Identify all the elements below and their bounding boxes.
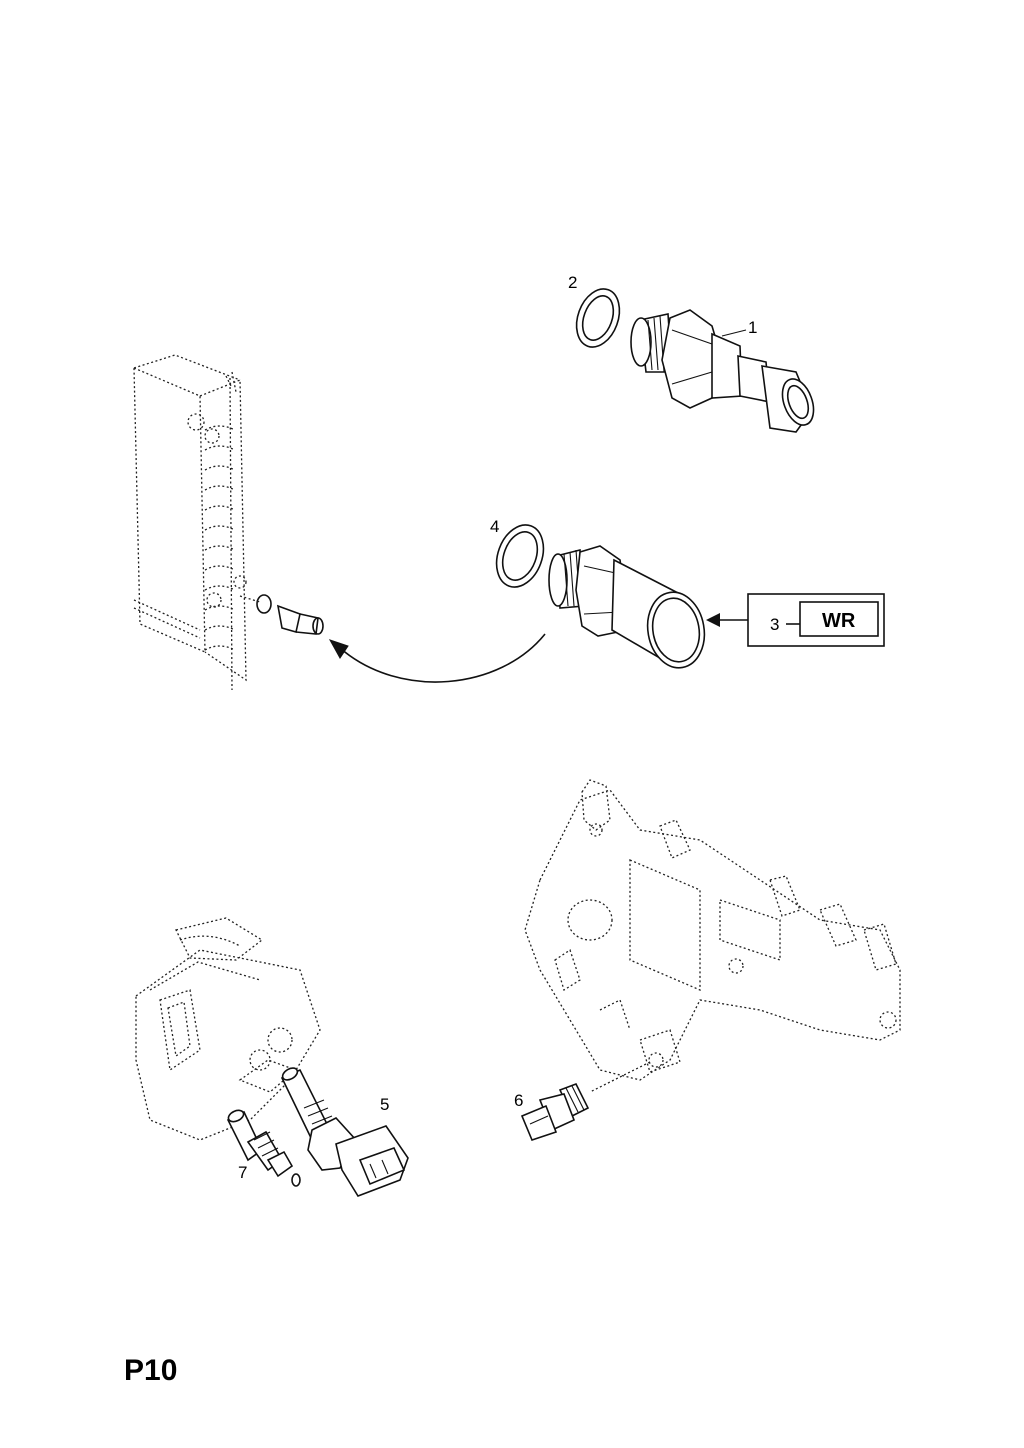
radiator-illustration — [133, 354, 247, 691]
installed-switch-small — [256, 594, 324, 635]
item-3-switch-large — [548, 545, 706, 669]
wr-reference-box: WR 3 — [706, 593, 885, 647]
item-7-sensor — [226, 1109, 301, 1187]
thermostat-housing — [135, 917, 321, 1141]
callout-6: 6 — [514, 1091, 523, 1110]
item-4-seal-ring — [495, 524, 545, 588]
item-1-pressure-switch — [630, 309, 815, 433]
leader-radiator — [239, 595, 261, 603]
leader-manifold — [589, 1061, 651, 1093]
item-5-temperature-sensor — [280, 1067, 409, 1197]
page-code: P10 — [124, 1354, 177, 1387]
callout-3: 3 — [770, 615, 779, 634]
item-2-seal-ring — [575, 288, 621, 348]
callout-7: 7 — [238, 1163, 247, 1182]
callout-4: 4 — [490, 517, 499, 536]
install-arrow — [328, 633, 546, 683]
intake-manifold — [524, 779, 901, 1081]
wr-label: WR — [822, 610, 856, 632]
callout-1: 1 — [748, 318, 757, 337]
item-6-sensor — [520, 1082, 590, 1141]
leader-1 — [721, 329, 747, 337]
callout-2: 2 — [568, 273, 577, 292]
callout-5: 5 — [380, 1095, 389, 1114]
